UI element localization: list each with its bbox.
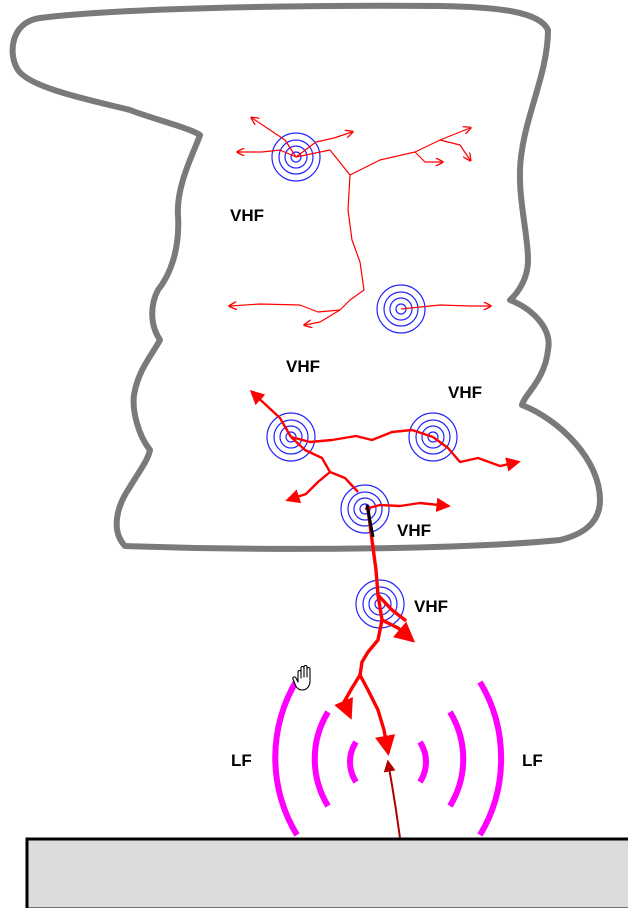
vhf-label-1: VHF [230,206,264,225]
lf-label-left: LF [231,751,252,770]
return-stroke-leader [388,762,400,838]
vhf-label-4: VHF [397,521,431,540]
lf-label-right: LF [522,751,543,770]
upper-discharge-channels [230,118,490,325]
middle-discharge-channels [252,392,518,509]
vhf-label-3: VHF [448,383,482,402]
lf-waves [275,680,501,835]
vhf-label-5: VHF [414,597,448,616]
ground-surface [27,839,628,908]
vhf-label-2: VHF [286,357,320,376]
cloud-outline [13,6,600,549]
